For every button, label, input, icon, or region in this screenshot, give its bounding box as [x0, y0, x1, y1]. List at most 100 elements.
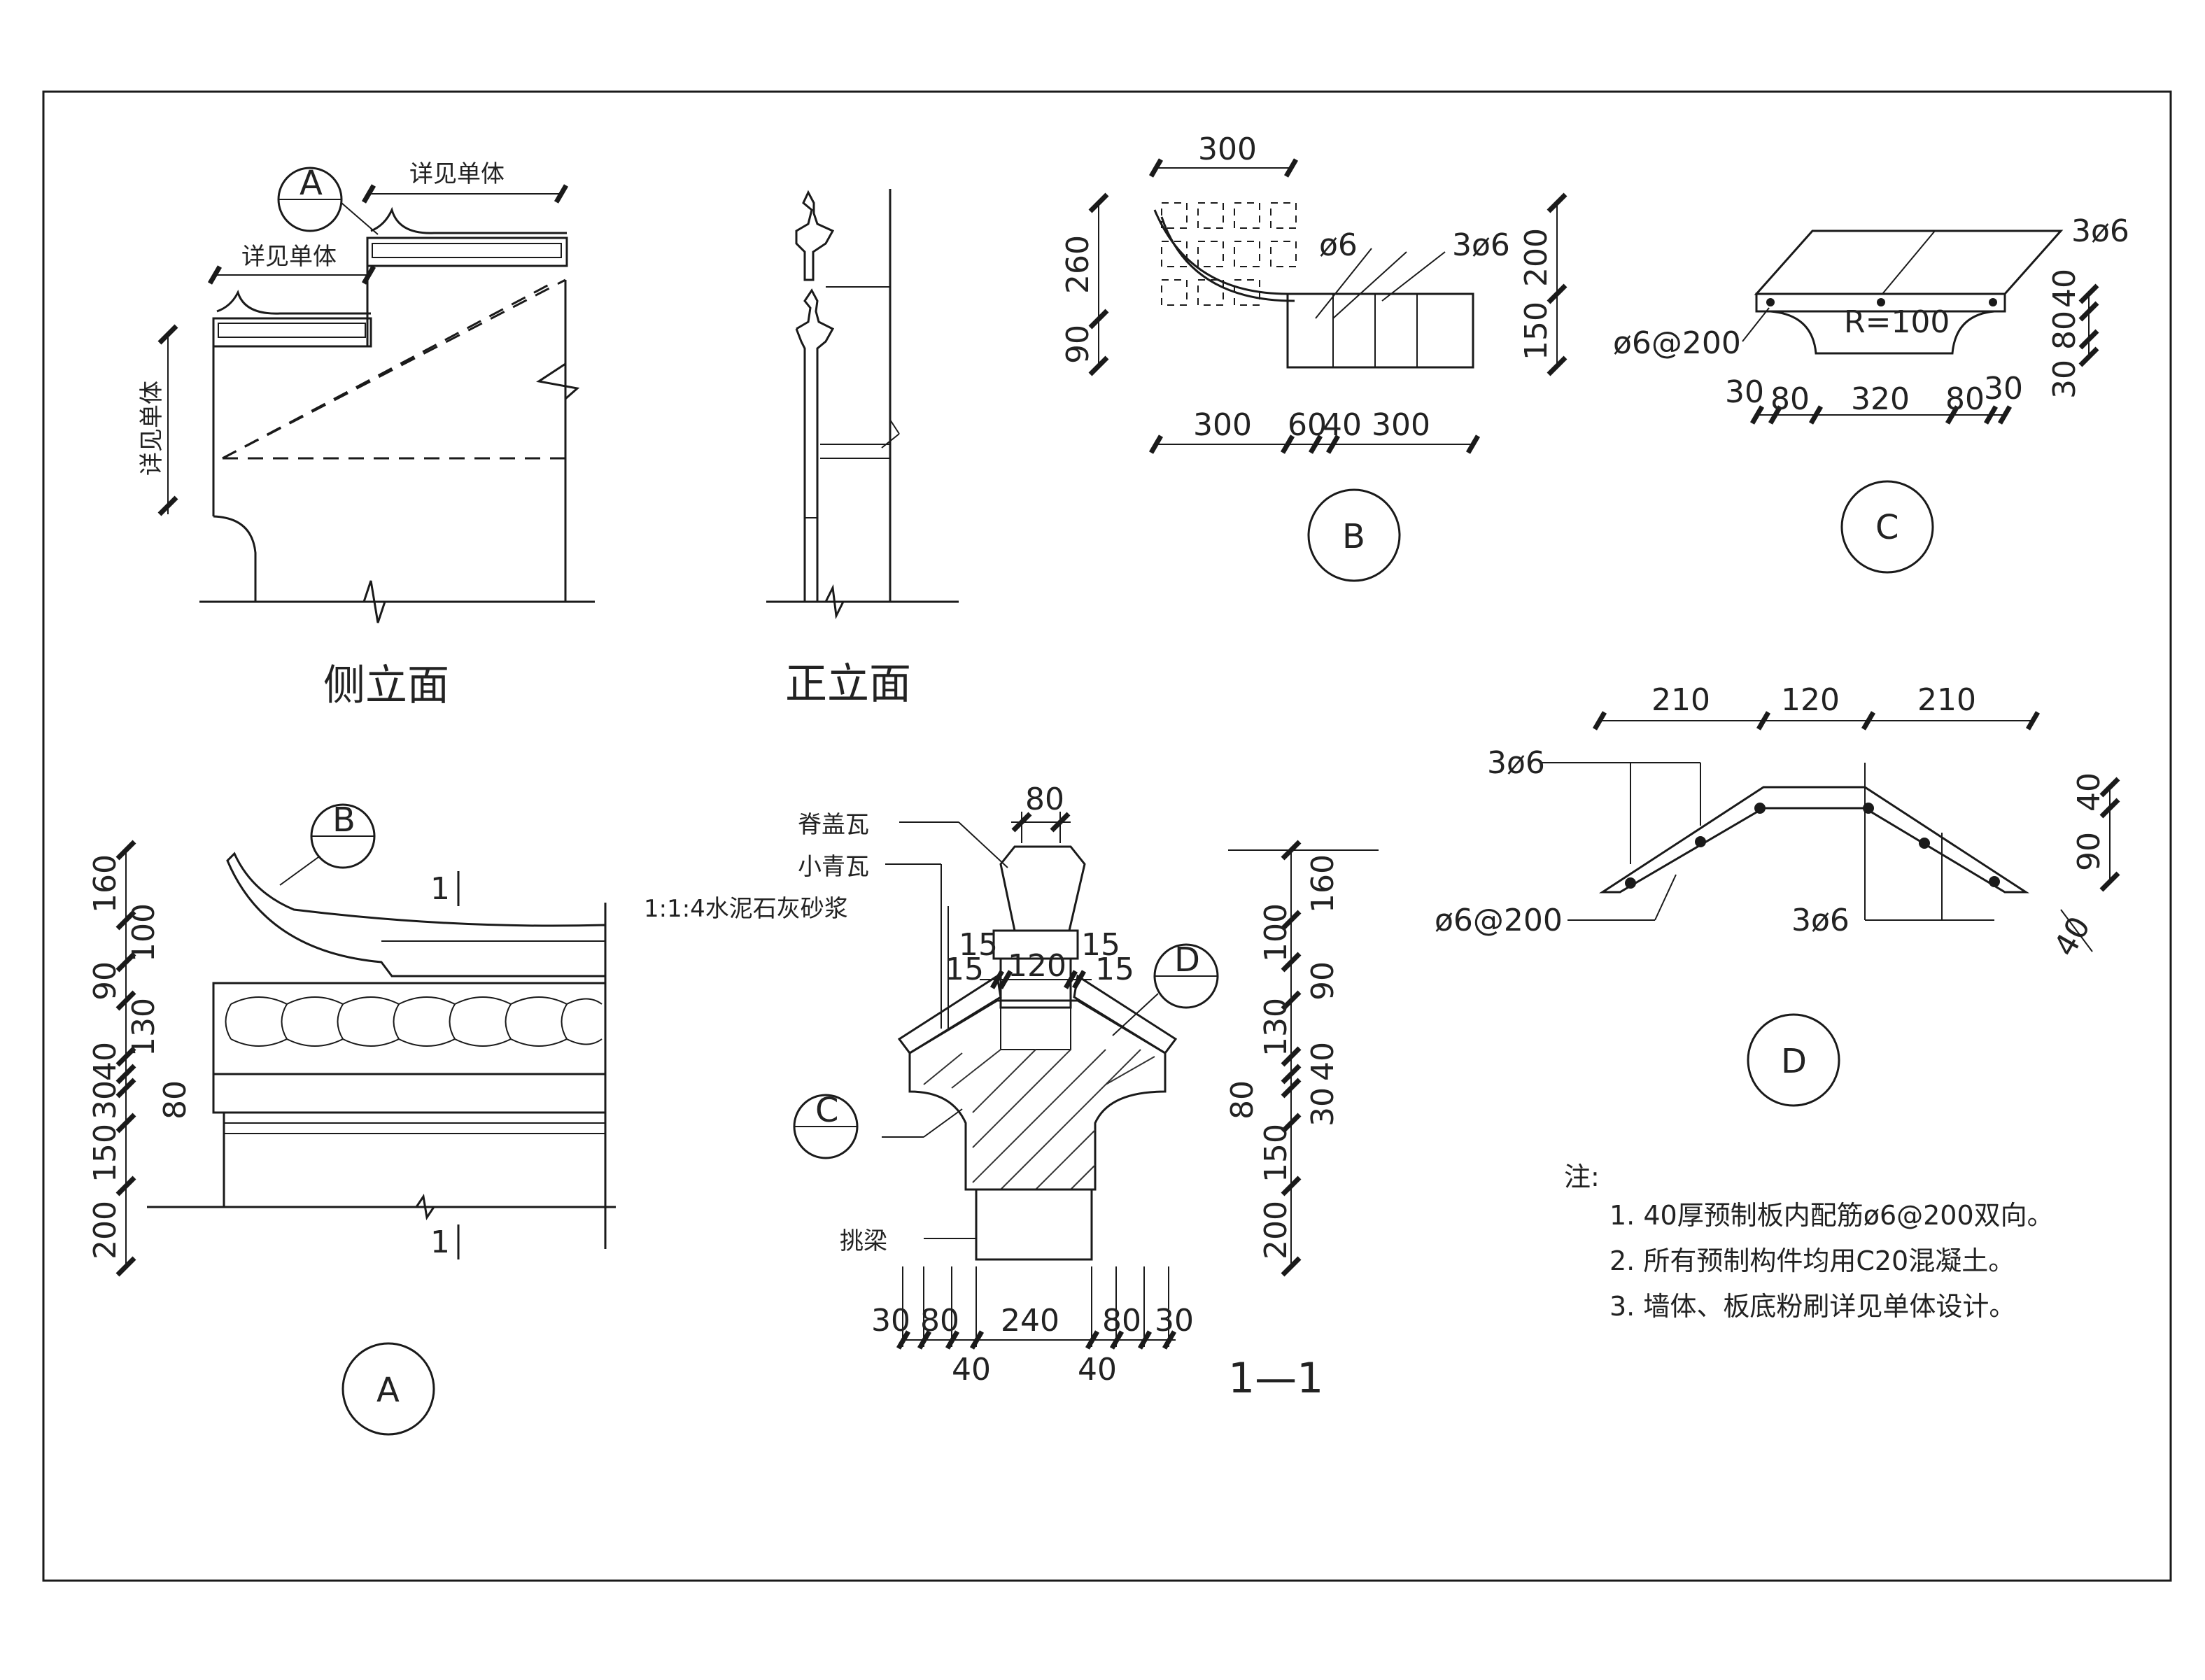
detail-b-dim-bottom-3: 40: [1323, 407, 1362, 443]
detail-a-dim-6: 30: [87, 1080, 123, 1120]
detail-a-dim-9: 200: [87, 1201, 123, 1259]
detail-c-dim-right-3: 30: [2047, 360, 2083, 399]
section-dim-right-1: 160: [1305, 854, 1341, 913]
section-dim-inner-5: 15: [1095, 952, 1134, 987]
side-dim-label-mid: 详见单体: [241, 243, 337, 271]
detail-c-dim-bottom-2: 80: [1770, 381, 1810, 417]
side-elevation: 详见单体 详见单体 详见单体 A 侧立面: [138, 160, 595, 710]
detail-a-dim-3: 90: [87, 961, 123, 1001]
detail-b-label-circle: [1307, 488, 1401, 582]
detail-c-dim-right-2: 80: [2047, 311, 2083, 350]
detail-a-dim-8: 150: [87, 1124, 123, 1183]
detail-a-dim-1: 160: [87, 854, 123, 913]
detail-b-dim-right-2: 150: [1519, 302, 1554, 360]
note-2: 2. 所有预制构件均用C20混凝土。: [1609, 1245, 2015, 1276]
detail-c-dim-bottom-3: 320: [1851, 381, 1910, 417]
sheet-border: [42, 90, 2172, 1582]
detail-b: 300 260 90 200 150 300 60 40 300 ø6 3ø6 …: [1060, 132, 1568, 582]
section-dim-inner-2: 15: [945, 952, 984, 987]
detail-c-label-circle: [1840, 480, 1934, 574]
section-dim-bottom-3: 240: [1001, 1303, 1059, 1339]
section-dim-inner-3: 120: [1008, 948, 1066, 984]
section-dim-bottom-4: 80: [1102, 1303, 1141, 1339]
section-1-1: C D 脊盖瓦 小青瓦 1:1:4水泥石灰砂浆 挑梁 80 15 15 120 …: [644, 782, 1379, 1403]
notes: 注: 1. 40厚预制板内配筋ø6@200双向。 2. 所有预制构件均用C20混…: [1564, 1162, 2054, 1322]
detail-b-dim-bottom-4: 300: [1372, 407, 1430, 443]
detail-c-label: C: [1875, 508, 1899, 547]
detail-a-label: A: [376, 1371, 400, 1410]
detail-b-dim-bottom-1: 300: [1193, 407, 1252, 443]
front-elevation-title: 正立面: [785, 660, 911, 709]
detail-d-rebar-tl: 3ø6: [1487, 745, 1545, 781]
detail-a: 1 1 B 160 100 90 130 40 30 80 150 20: [87, 800, 616, 1436]
section-dim-right-5: 40: [1305, 1042, 1341, 1081]
bubble-d-letter: D: [1174, 940, 1200, 980]
section-dim-right-9: 200: [1258, 1201, 1294, 1259]
detail-d-dim-right-3: 40: [2047, 911, 2097, 963]
section-dim-top: 80: [1025, 782, 1064, 817]
detail-d-dim-right-1: 40: [2071, 772, 2107, 812]
front-elevation: 正立面: [766, 189, 959, 709]
detail-d-label-circle: [1747, 1013, 1840, 1107]
detail-d-rebar-br: 3ø6: [1791, 903, 1850, 938]
section-dim-inner-1: 15: [959, 927, 998, 963]
detail-d-rebar-bl: ø6@200: [1435, 903, 1563, 938]
detail-a-dim-2: 100: [126, 903, 162, 962]
detail-d-dim-top-1: 210: [1651, 682, 1710, 718]
section-callout-cantilever: 挑梁: [840, 1227, 887, 1255]
detail-c-radius: R=100: [1844, 304, 1950, 340]
detail-a-label-circle: [341, 1342, 435, 1436]
detail-c-dim-right-1: 40: [2047, 269, 2083, 308]
section-callout-ridge-tile: 脊盖瓦: [798, 811, 869, 839]
detail-b-dim-bottom-2: 60: [1288, 407, 1327, 443]
detail-a-dim-5: 40: [87, 1042, 123, 1081]
section-dim-right-2: 100: [1258, 903, 1294, 962]
notes-heading: 注:: [1564, 1162, 1600, 1192]
bubble-b-letter: B: [332, 800, 355, 840]
section-dim-bottom-2: 80: [920, 1303, 959, 1339]
section-callout-mortar: 1:1:4水泥石灰砂浆: [644, 895, 848, 923]
detail-b-dim-right-1: 200: [1519, 228, 1554, 287]
section-callout-small-tile: 小青瓦: [798, 853, 869, 881]
detail-d: 3ø6 ø6@200 3ø6 210 120 210 40 90 40 D: [1435, 682, 2120, 1107]
detail-b-dim-left-1: 260: [1060, 235, 1096, 294]
section-dim-bottom-6: 40: [952, 1352, 991, 1388]
section-dim-right-8: 150: [1258, 1124, 1294, 1183]
side-elevation-title: 侧立面: [323, 661, 449, 710]
section-dim-bottom-7: 40: [1078, 1352, 1117, 1388]
detail-b-dim-left-2: 90: [1060, 325, 1096, 364]
note-3: 3. 墙体、板底粉刷详见单体设计。: [1609, 1291, 2015, 1322]
bubble-c-letter: C: [815, 1091, 839, 1130]
section-dim-bottom-5: 30: [1155, 1303, 1194, 1339]
detail-a-dim-4: 130: [126, 998, 162, 1057]
section-dim-right-7: 80: [1225, 1080, 1260, 1120]
detail-a-cut-mark-bottom: 1: [430, 1224, 450, 1260]
detail-c-dim-bottom-1: 30: [1725, 374, 1764, 410]
section-dim-inner-4: 15: [1081, 927, 1120, 963]
detail-b-rebar-2: 3ø6: [1452, 227, 1510, 263]
section-dim-bottom-1: 30: [871, 1303, 910, 1339]
section-dim-right-3: 90: [1305, 961, 1341, 1001]
detail-c-dim-bottom-5: 30: [1984, 371, 2023, 407]
section-title: 1—1: [1228, 1354, 1323, 1403]
detail-c-rebar-left: ø6@200: [1613, 325, 1741, 361]
detail-a-cut-mark-top: 1: [430, 871, 450, 907]
detail-d-label: D: [1781, 1042, 1807, 1081]
detail-c: 3ø6 ø6@200 R=100 40 80 30 30 80 320 80 3…: [1613, 213, 2129, 574]
detail-b-rebar-1: ø6: [1319, 227, 1358, 263]
side-dim-label-left: 详见单体: [138, 381, 166, 476]
detail-c-rebar-top: 3ø6: [2071, 213, 2129, 249]
detail-b-label: B: [1342, 517, 1365, 556]
section-dim-right-4: 130: [1258, 998, 1294, 1057]
detail-d-dim-right-2: 90: [2071, 832, 2107, 871]
bubble-a-letter: A: [300, 164, 323, 203]
detail-b-dim-top: 300: [1198, 132, 1257, 167]
side-dim-label-top: 详见单体: [409, 160, 505, 188]
detail-d-dim-top-3: 210: [1917, 682, 1976, 718]
detail-a-dim-7: 80: [157, 1080, 193, 1120]
section-dim-right-6: 30: [1305, 1087, 1341, 1127]
detail-d-dim-top-2: 120: [1781, 682, 1840, 718]
detail-c-dim-bottom-4: 80: [1945, 381, 1985, 417]
note-1: 1. 40厚预制板内配筋ø6@200双向。: [1609, 1200, 2054, 1231]
